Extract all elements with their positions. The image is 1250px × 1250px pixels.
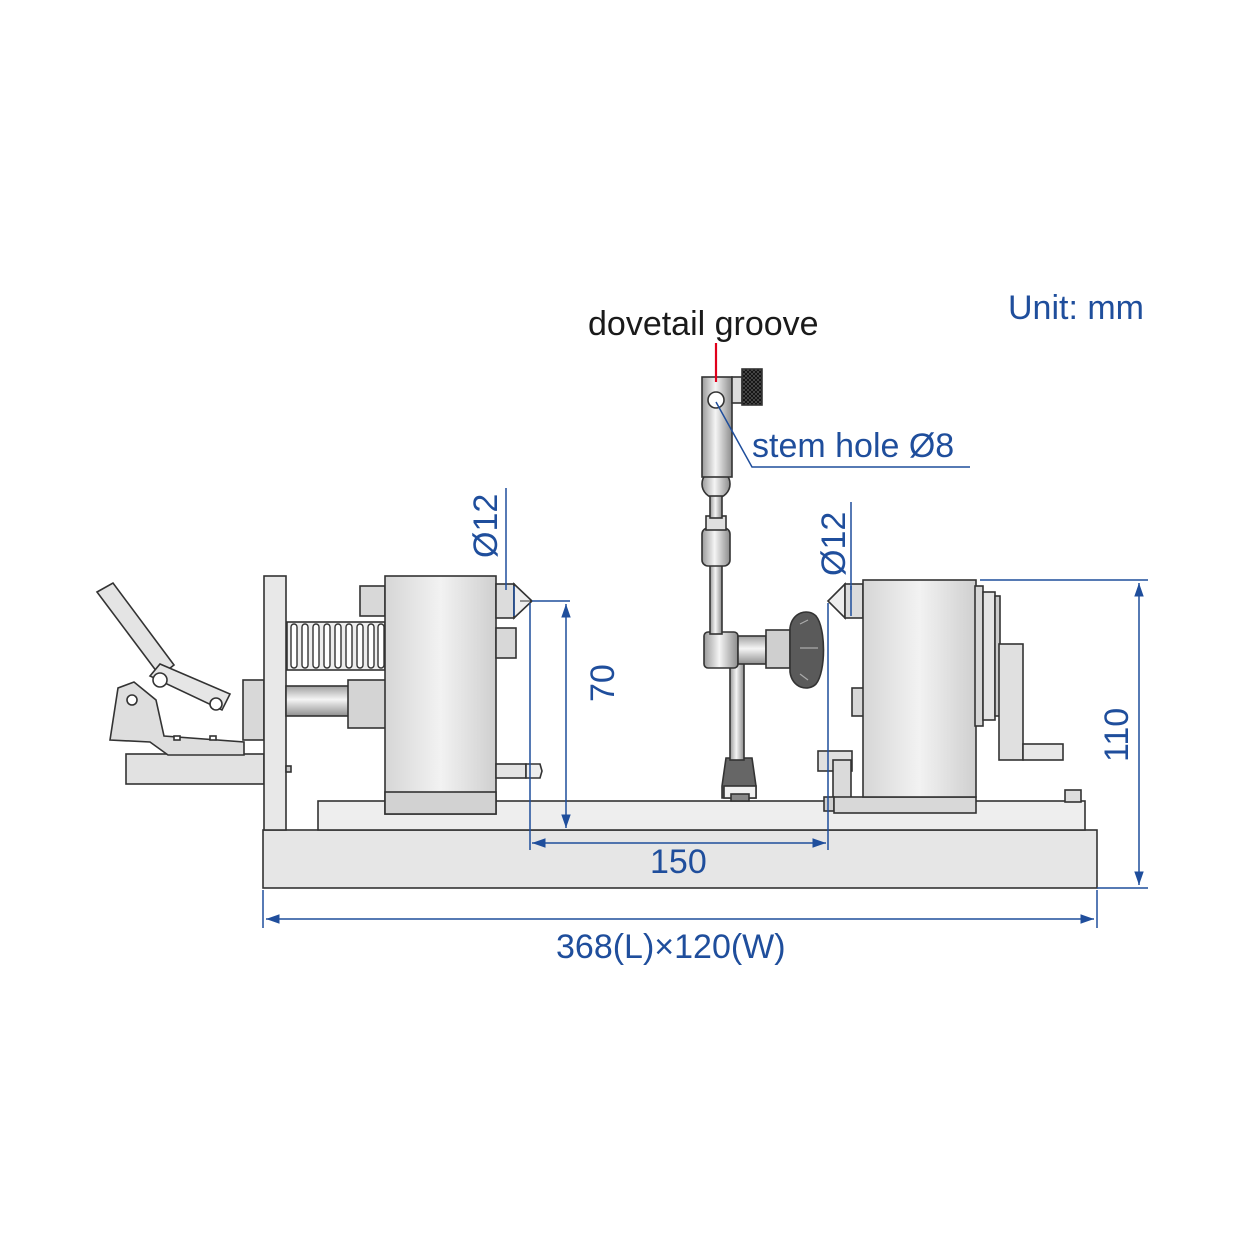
unit-label: Unit: mm bbox=[1008, 289, 1144, 327]
indicator-stand bbox=[701, 368, 825, 802]
dovetail-label: dovetail groove bbox=[588, 305, 819, 343]
crank-handle bbox=[998, 643, 1024, 761]
height-center-label: 70 bbox=[584, 664, 622, 702]
height-total-label: 110 bbox=[1098, 708, 1136, 762]
stem-hole bbox=[707, 391, 725, 409]
clamp-knob bbox=[789, 611, 825, 689]
center-distance-label: 150 bbox=[650, 843, 707, 881]
right-center-block bbox=[862, 579, 977, 798]
bench-center-machine bbox=[95, 368, 1098, 889]
left-end-plate bbox=[263, 575, 287, 831]
left-tailstock bbox=[285, 575, 543, 815]
dimension-lines bbox=[262, 401, 1148, 928]
indicator-holder bbox=[701, 376, 733, 478]
dia-left-label: Ø12 bbox=[467, 494, 505, 558]
lever-handle bbox=[95, 581, 176, 678]
knurled-screw bbox=[741, 368, 763, 406]
dia-right-label: Ø12 bbox=[815, 512, 853, 576]
stem-hole-label: stem hole Ø8 bbox=[752, 427, 954, 465]
lever-mechanism bbox=[95, 581, 265, 785]
base-size-label: 368(L)×120(W) bbox=[556, 928, 786, 966]
right-center-point bbox=[826, 582, 846, 620]
left-center-block bbox=[384, 575, 497, 815]
right-headstock bbox=[817, 579, 1064, 814]
